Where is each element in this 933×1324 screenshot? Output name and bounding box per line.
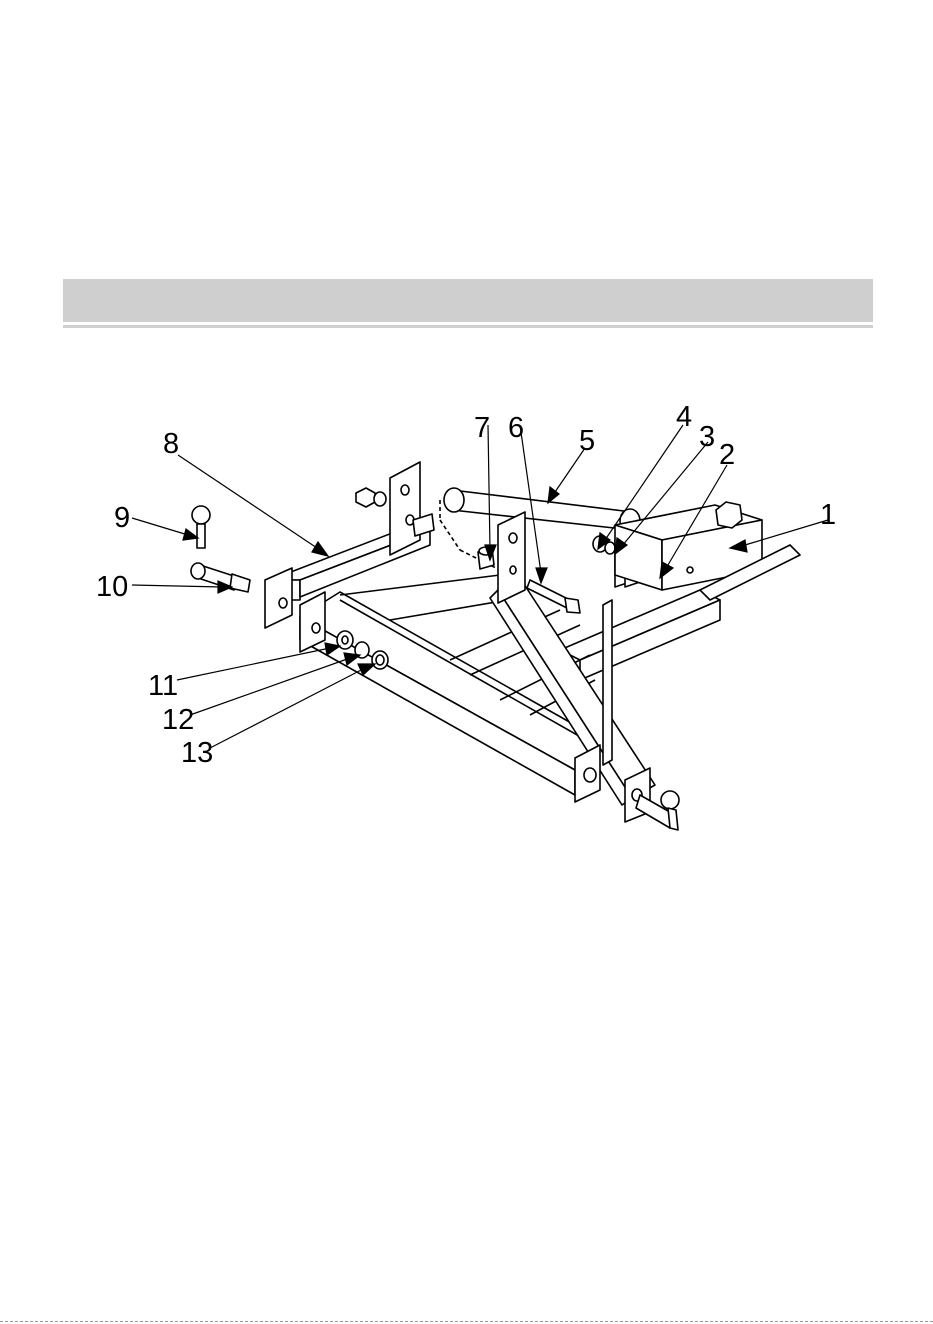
callout-5: 5 (579, 425, 595, 457)
right-lynch-pin (636, 791, 679, 830)
page-bottom-rule (0, 1321, 933, 1322)
callout-12: 12 (162, 704, 194, 736)
callout-9: 9 (114, 502, 130, 534)
right-clevis-washer (605, 542, 615, 554)
callout-4: 4 (676, 401, 692, 433)
callout-2: 2 (719, 439, 735, 471)
center-mast-plate (498, 512, 525, 603)
left-lynch-pin (192, 506, 210, 548)
vertical-post (603, 600, 612, 765)
rear-cross-tube (560, 590, 720, 680)
callout-11: 11 (148, 670, 178, 702)
callout-6: 6 (508, 412, 524, 444)
upper-left-washer (374, 492, 386, 506)
callout-10: 10 (96, 571, 128, 603)
upper-left-plate (390, 462, 420, 555)
callout-3: 3 (699, 421, 715, 453)
callout-8: 8 (163, 428, 179, 460)
callout-7: 7 (474, 412, 490, 444)
upper-left-nut (356, 488, 375, 507)
callout-13: 13 (181, 737, 213, 769)
top-right-bolt-head (716, 502, 742, 528)
lower-left-nut-13 (372, 651, 388, 669)
callout-1: 1 (820, 499, 836, 531)
top-link-bar (444, 488, 640, 533)
